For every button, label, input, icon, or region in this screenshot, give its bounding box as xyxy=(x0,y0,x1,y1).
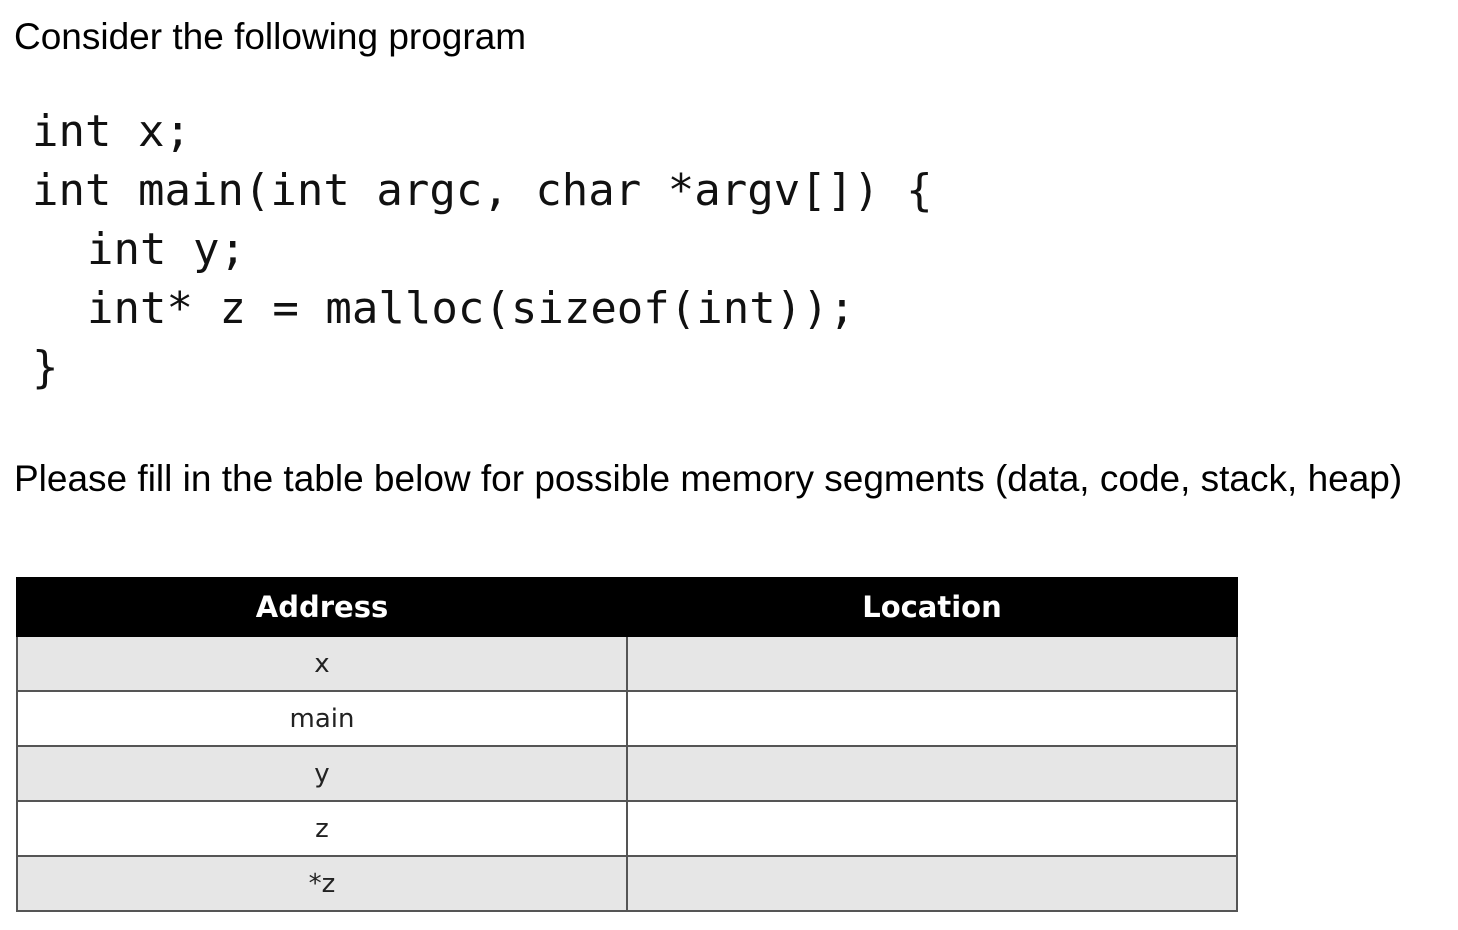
address-cell: *z xyxy=(16,855,628,912)
table-row: *z xyxy=(16,855,1238,912)
address-cell: main xyxy=(16,690,628,747)
address-cell: y xyxy=(16,745,628,802)
intro-text: Consider the following program xyxy=(14,16,527,57)
code-line: int main(int argc, char *argv[]) { xyxy=(32,165,933,216)
table-row: x xyxy=(16,635,1238,692)
location-cell[interactable] xyxy=(626,690,1238,747)
table-row: y xyxy=(16,745,1238,802)
instruction-text: Please fill in the table below for possi… xyxy=(14,458,1403,499)
address-column-header: Address xyxy=(16,577,628,637)
memory-segment-table: Address Location x main y z *z xyxy=(16,577,1238,912)
code-block: int x; int main(int argc, char *argv[]) {… xyxy=(32,102,933,397)
location-cell[interactable] xyxy=(626,635,1238,692)
code-line: } xyxy=(32,342,59,393)
location-cell[interactable] xyxy=(626,855,1238,912)
table-row: main xyxy=(16,690,1238,747)
table-row: z xyxy=(16,800,1238,857)
code-line: int* z = malloc(sizeof(int)); xyxy=(87,283,856,334)
location-cell[interactable] xyxy=(626,800,1238,857)
code-line: int y; xyxy=(87,224,246,275)
code-line: int x; xyxy=(32,106,191,157)
location-cell[interactable] xyxy=(626,745,1238,802)
table-header-row: Address Location xyxy=(16,577,1238,637)
address-cell: x xyxy=(16,635,628,692)
location-column-header: Location xyxy=(626,577,1238,637)
address-cell: z xyxy=(16,800,628,857)
